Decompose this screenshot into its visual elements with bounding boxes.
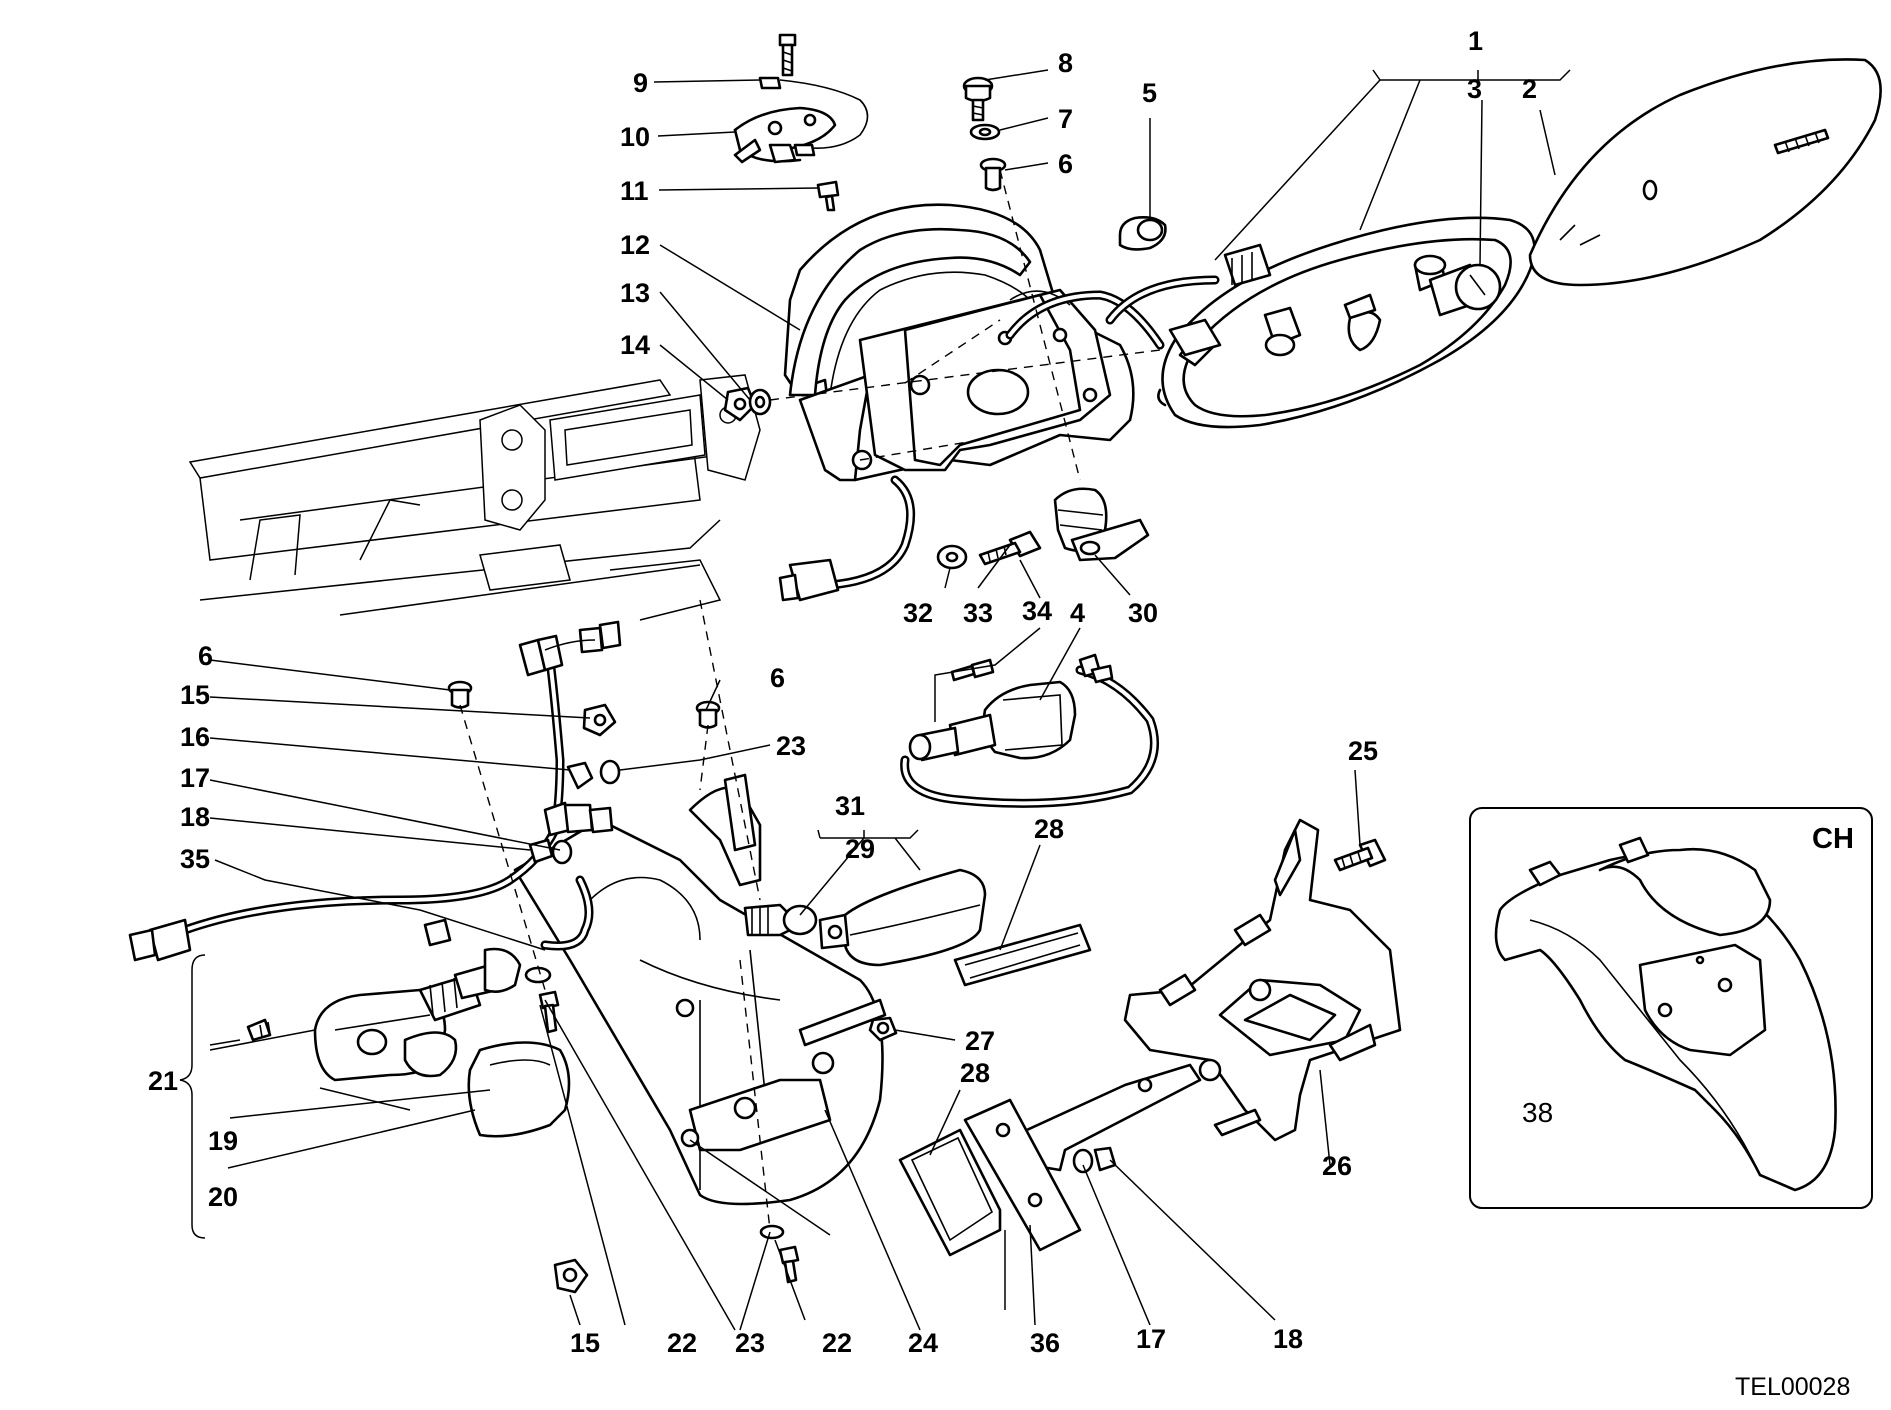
callout-17-lower: 17 bbox=[1136, 1324, 1166, 1354]
callout-30: 30 bbox=[1128, 598, 1158, 628]
callout-14: 14 bbox=[620, 330, 650, 360]
callout-16: 16 bbox=[180, 722, 210, 752]
grommet-5 bbox=[1118, 216, 1167, 251]
callout-7: 7 bbox=[1058, 104, 1073, 134]
nut-15-upper bbox=[582, 703, 617, 737]
callout-21: 21 bbox=[148, 1066, 178, 1096]
callout-28-upper: 28 bbox=[1034, 814, 1064, 844]
alignment-lines bbox=[459, 169, 1161, 1231]
callout-13: 13 bbox=[620, 278, 650, 308]
callout-23-lower: 23 bbox=[735, 1328, 765, 1358]
screw-22-left bbox=[538, 990, 560, 1034]
lamp-holder-10 bbox=[733, 106, 837, 164]
callout-17-upper: 17 bbox=[180, 763, 210, 793]
washer-13 bbox=[748, 388, 772, 416]
license-plate-frame bbox=[1123, 818, 1402, 1142]
washer-17-lower bbox=[1072, 1148, 1094, 1174]
nut-18-lower bbox=[1093, 1146, 1117, 1172]
side-light-31 bbox=[818, 868, 987, 967]
callout-31: 31 bbox=[835, 791, 865, 821]
callout-5: 5 bbox=[1142, 78, 1157, 108]
tail-lamp-lens bbox=[1528, 58, 1882, 287]
callout-9: 9 bbox=[633, 68, 648, 98]
callout-labels: 1 2 3 4 5 6 6 6 7 8 9 10 11 12 13 14 15 … bbox=[148, 26, 1553, 1358]
callout-22-right: 22 bbox=[822, 1328, 852, 1358]
callout-4: 4 bbox=[1070, 598, 1085, 628]
washer-23-upper bbox=[599, 759, 621, 785]
bushing-6-left bbox=[447, 680, 473, 709]
washer-23-left bbox=[524, 966, 552, 984]
callout-10: 10 bbox=[620, 122, 650, 152]
turn-signal-right bbox=[900, 653, 1159, 808]
callout-25: 25 bbox=[1348, 736, 1378, 766]
mudguard-38 bbox=[1494, 836, 1837, 1192]
drawing-code: TEL00028 bbox=[1735, 1373, 1850, 1401]
leader-lines bbox=[209, 69, 1620, 1331]
callout-27: 27 bbox=[965, 1026, 995, 1056]
washer-7 bbox=[969, 123, 1001, 141]
nut-15-lower bbox=[553, 1258, 589, 1294]
brace-21 bbox=[179, 954, 206, 1239]
bolt-25 bbox=[1333, 838, 1387, 872]
washer-17-upper bbox=[551, 839, 573, 865]
callout-1: 1 bbox=[1468, 26, 1483, 56]
tail-light-bracket bbox=[783, 203, 1135, 482]
bulb-wire-9 bbox=[758, 33, 869, 157]
callout-2: 2 bbox=[1522, 74, 1537, 104]
license-plate-holder bbox=[513, 773, 887, 1206]
callout-24: 24 bbox=[908, 1328, 938, 1358]
callout-6-mid: 6 bbox=[770, 663, 785, 693]
screw-34 bbox=[950, 658, 995, 682]
callout-35: 35 bbox=[180, 844, 210, 874]
bushing-6-mid bbox=[695, 700, 721, 729]
turn-signal-left bbox=[246, 875, 594, 1082]
callout-20: 20 bbox=[208, 1182, 238, 1212]
nut-27 bbox=[868, 1016, 898, 1042]
callout-26: 26 bbox=[1322, 1151, 1352, 1181]
callout-3: 3 bbox=[1467, 74, 1482, 104]
reflector-28-lower bbox=[898, 1128, 1002, 1257]
callout-19: 19 bbox=[208, 1126, 238, 1156]
lens-20 bbox=[467, 1041, 571, 1138]
inset-ch: CH bbox=[1469, 807, 1873, 1209]
callout-33: 33 bbox=[963, 598, 993, 628]
callout-22-left: 22 bbox=[667, 1328, 697, 1358]
callout-18-lower: 18 bbox=[1273, 1324, 1303, 1354]
tail-lamp-body bbox=[1157, 216, 1536, 429]
callout-36: 36 bbox=[1030, 1328, 1060, 1358]
washer-23-lower bbox=[759, 1224, 785, 1240]
washer-32 bbox=[936, 544, 968, 570]
callout-28-lower: 28 bbox=[960, 1058, 990, 1088]
bracket-arm-36 bbox=[963, 1063, 1202, 1252]
tail-light-harness bbox=[778, 275, 1220, 602]
callout-38: 38 bbox=[1522, 1097, 1553, 1128]
callout-12: 12 bbox=[620, 230, 650, 260]
wiring-35 bbox=[128, 620, 622, 962]
rear-subframe-ghost bbox=[188, 374, 761, 621]
callout-29: 29 bbox=[845, 834, 875, 864]
callout-6-left: 6 bbox=[198, 641, 213, 671]
bolt-33 bbox=[978, 530, 1042, 566]
callout-6-top: 6 bbox=[1058, 149, 1073, 179]
callout-11: 11 bbox=[620, 176, 649, 206]
reflector-28-upper bbox=[953, 923, 1092, 987]
screw-11 bbox=[816, 180, 840, 212]
rubber-mount-30 bbox=[1053, 487, 1150, 562]
bushing-6-top bbox=[979, 157, 1007, 192]
callout-15-lower: 15 bbox=[570, 1328, 600, 1358]
callout-32: 32 bbox=[903, 598, 933, 628]
callout-23-upper: 23 bbox=[776, 731, 806, 761]
callout-18-upper: 18 bbox=[180, 802, 210, 832]
inset-ch-label: CH bbox=[1812, 823, 1854, 855]
nut-16 bbox=[566, 761, 594, 790]
callout-15-upper: 15 bbox=[180, 680, 210, 710]
bulb-29 bbox=[743, 903, 818, 937]
callout-8: 8 bbox=[1058, 48, 1073, 78]
screw-8 bbox=[962, 76, 994, 122]
callout-34: 34 bbox=[1022, 596, 1052, 626]
